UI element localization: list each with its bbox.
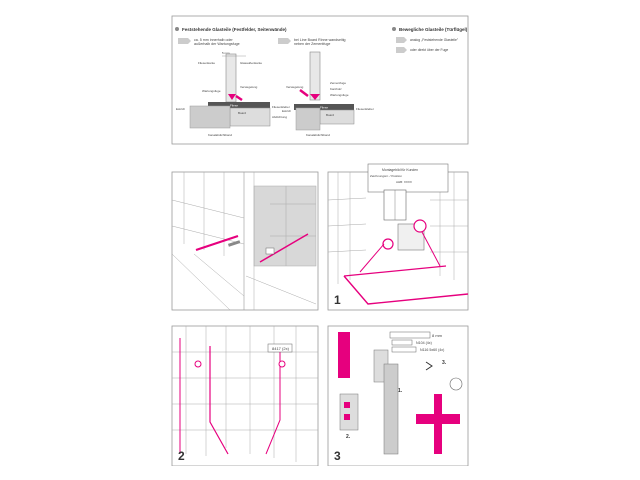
part-tag xyxy=(267,343,293,353)
sealant-line xyxy=(259,233,309,263)
glass-panel-edge xyxy=(383,363,399,455)
anchor-icon xyxy=(344,414,350,420)
diagram-label: Kanalabdichtband xyxy=(306,133,330,137)
diagram-label: Zementfuge xyxy=(330,81,346,85)
panel-step-1: Montagebild für Kunden Zeichnungsnr. / P… xyxy=(327,163,469,311)
profile-part xyxy=(338,332,350,378)
screed-layer xyxy=(295,107,321,131)
anchor-icon xyxy=(344,402,350,408)
sealant-line xyxy=(265,346,281,455)
diagram-label: AHB: XXXX xyxy=(396,180,412,184)
sealant-line xyxy=(195,234,239,252)
installation-sheet: Feststehende Glasteile (Festfelder, Seit… xyxy=(170,14,470,466)
drill-point-icon xyxy=(194,360,202,368)
diagram-label: 8 mm xyxy=(432,333,443,338)
arrow-icon xyxy=(278,38,291,44)
diagram-label: Fliese xyxy=(230,104,238,108)
diagram-label: Abdichtung xyxy=(272,115,287,119)
bullet-icon xyxy=(175,27,179,31)
legend-moving-item1: analog „Feststehende Glasteile" xyxy=(410,38,459,42)
diagram-label: 8417 (2x) xyxy=(272,346,290,351)
arrow-icon xyxy=(396,47,407,53)
drill-spec xyxy=(389,331,431,339)
profile-part xyxy=(416,414,460,424)
step-number: 2 xyxy=(178,449,185,463)
diagram-label: Estrich xyxy=(176,107,186,111)
tile-layer xyxy=(294,104,354,110)
diagram-label: Montagebild für Kunden xyxy=(382,168,418,172)
diagram-label: Board xyxy=(326,113,334,117)
diagram-label: Glasaußenkante xyxy=(240,61,262,65)
panel-step-3: 8 mm N104 (4x) N116 5x60 (4x) 1. 2. 3. 3 xyxy=(327,325,469,466)
step-number: 1 xyxy=(334,293,341,307)
customer-note xyxy=(367,163,449,193)
sealant-mark xyxy=(310,94,320,100)
legend-fixed-item1b: außerhalb der Wartungsfuge xyxy=(194,42,240,46)
diagram-label: Kantholz xyxy=(330,87,342,91)
arrow-icon xyxy=(178,38,191,44)
panel-step-2: 8417 (2x) 2 xyxy=(171,325,319,466)
panel-prestep xyxy=(171,171,319,311)
detail-circle-icon xyxy=(413,219,427,233)
diagram-label: Versiegelung xyxy=(240,85,258,89)
diagram-label: Wartungsfuge xyxy=(202,89,221,93)
board-layer xyxy=(229,107,271,127)
diagram-label: 1. xyxy=(398,388,403,394)
bullet-icon xyxy=(392,27,396,31)
legend-fixed-item2a: bei Line Board Rinne wandseitig xyxy=(294,38,346,42)
diagram-label: Fliesenkleber xyxy=(356,107,374,111)
diagram-label: Zeichnungsnr. / Position xyxy=(370,174,402,178)
legend-moving-title: Bewegliche Glasteile (Türflügel) xyxy=(399,27,468,32)
detail-circle-icon xyxy=(382,238,394,250)
diagram-label: 3. xyxy=(442,360,447,366)
section-diagram-left: 5 mm Fliesenkante Glasaußenkante Versieg… xyxy=(176,51,290,137)
tile-layer xyxy=(208,102,270,108)
drill-point-icon xyxy=(278,360,286,368)
pointer-arrow xyxy=(421,231,441,267)
diagram-label: Board xyxy=(238,111,246,115)
legend-moving-item2: oder direkt über der Fuge xyxy=(410,48,448,52)
sealant-line xyxy=(209,346,229,455)
wall-bracket xyxy=(339,393,359,431)
mount-bracket xyxy=(265,247,275,255)
sealant-arrow-icon xyxy=(235,94,243,102)
arrow-icon xyxy=(396,37,407,43)
diagram-label: Kanalabdichtband xyxy=(208,133,232,137)
sheet-drawing: Feststehende Glasteile (Festfelder, Seit… xyxy=(171,15,469,466)
legend-fixed-item1a: ca. 5 mm innerhalb oder xyxy=(194,38,234,42)
detail-circle-icon xyxy=(449,377,463,391)
screw-spec xyxy=(391,346,417,353)
screw-spec xyxy=(391,339,413,346)
legend-fixed-item2b: neben der Zementfuge xyxy=(294,42,330,46)
diagram-label: N104 (4x) xyxy=(416,341,432,345)
diagram-label: 2. xyxy=(346,434,351,440)
step-number: 3 xyxy=(334,449,341,463)
sealant-arrow-icon xyxy=(299,89,309,97)
diagram-label: 5 mm xyxy=(222,51,230,55)
sealant-mark xyxy=(228,94,236,100)
diagram-label: N116 5x60 (4x) xyxy=(420,348,444,352)
diagram-label: Versiegelung xyxy=(286,85,304,89)
sealant-line xyxy=(343,265,447,277)
sealant-line xyxy=(343,275,469,305)
pointer-arrow xyxy=(359,243,385,273)
diagram-label: Fliese xyxy=(320,106,328,110)
cartridge-icon xyxy=(227,240,241,247)
diagram-label: Estrich xyxy=(282,109,292,113)
tile-grid xyxy=(171,172,317,311)
diagram-label: Wartungsfuge xyxy=(330,93,349,97)
legend-fixed-title: Feststehende Glasteile (Festfelder, Seit… xyxy=(182,27,287,32)
section-diagram-right: Versiegelung Zementfuge Kantholz Wartung… xyxy=(282,51,374,137)
direction-arrow-icon xyxy=(425,361,433,371)
tile-grid xyxy=(327,172,468,284)
screed-layer xyxy=(189,105,231,129)
diagram-label: Fliesenkleber xyxy=(272,105,290,109)
diagram-label: Fliesenkante xyxy=(198,61,215,65)
